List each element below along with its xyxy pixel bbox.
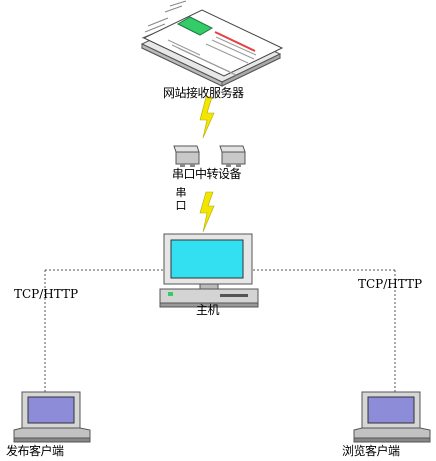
publish-client-label: 发布客户端: [6, 444, 64, 458]
host-label: 主机: [196, 303, 220, 317]
laptop-icon: [13, 391, 91, 443]
lightning-link-icon: [199, 96, 215, 233]
network-lines: [44, 269, 396, 400]
lightning-bolt-bottom: [199, 191, 215, 233]
serial-port-label: 串口: [175, 186, 187, 212]
left-protocol-label: TCP/HTTP: [14, 287, 79, 301]
lightning-bolt-top: [199, 96, 215, 139]
relay-label: 串口中转设备: [172, 167, 242, 181]
newspaper-server-icon: [140, 0, 284, 87]
browse-client-label: 浏览客户端: [342, 444, 400, 458]
right-protocol-label: TCP/HTTP: [358, 277, 423, 291]
desktop-computer-icon: [159, 233, 259, 308]
server-label: 网站接收服务器: [163, 86, 244, 100]
relay-device-icon: [173, 145, 246, 167]
relay-device-right: [219, 145, 246, 167]
laptop-icon-right: [353, 391, 431, 443]
relay-device-left: [173, 145, 200, 167]
